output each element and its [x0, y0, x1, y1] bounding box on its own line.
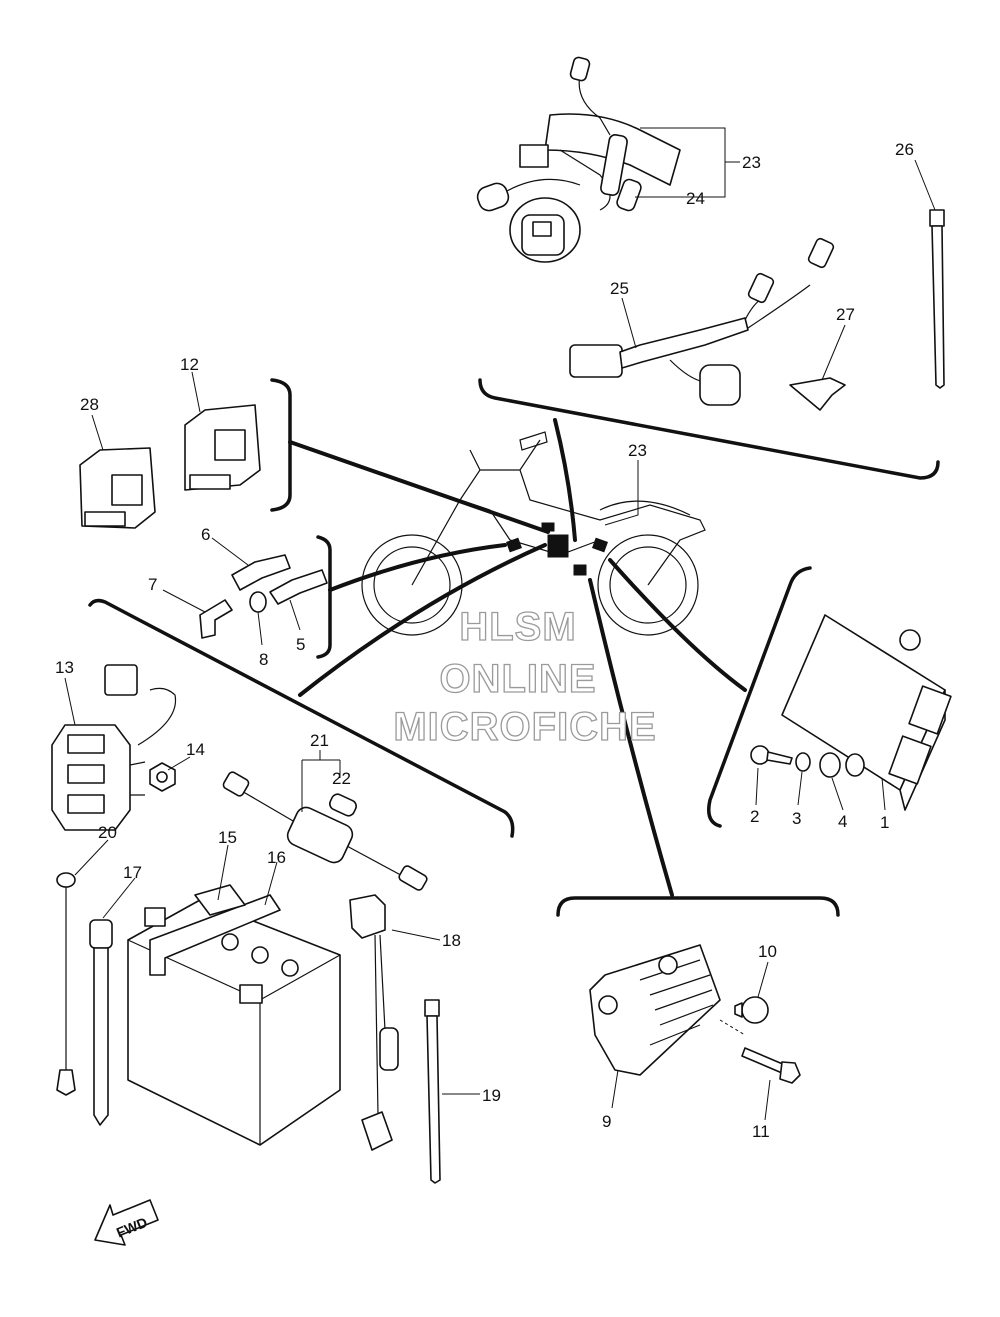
callout-2: 2: [750, 807, 759, 826]
part-starter-relay: [51, 664, 177, 831]
part-switch-6: [231, 554, 291, 591]
leader-27: [821, 324, 846, 381]
leader-13: [64, 677, 76, 726]
leader-23-24: [635, 127, 740, 198]
part-cable-tie-19: [424, 999, 441, 1184]
leader-26: [914, 159, 936, 211]
callout-21: 21: [310, 731, 329, 750]
callout-16: 16: [267, 848, 286, 867]
group-leader-lines: [288, 418, 747, 897]
callout-19: 19: [482, 1086, 501, 1105]
part-rectifier-regulator: [589, 944, 721, 1076]
leaders-5-8: [162, 537, 301, 646]
part-cdi-unit: [781, 614, 952, 811]
callout-6: 6: [201, 525, 210, 544]
part-bolt-10: [734, 996, 769, 1024]
leaders-9-11: [611, 961, 771, 1121]
callout-24: 24: [686, 189, 705, 208]
leaders-1-4: [755, 767, 886, 811]
callout-labels: 1 2 3 4 5 6 7 8 9 10 11 12 13 14 15 16 1…: [55, 140, 914, 1141]
part-grommet-4: [819, 752, 865, 778]
part-wire-harness: [476, 56, 681, 263]
callout-15: 15: [218, 828, 237, 847]
leader-12: [191, 371, 201, 413]
callout-13: 13: [55, 658, 74, 677]
leaders-21-22: [301, 750, 341, 812]
callout-28: 28: [80, 395, 99, 414]
callout-12: 12: [180, 355, 199, 374]
part-nut: [149, 762, 176, 792]
watermark: HLSM ONLINE MICROFICHE: [393, 604, 657, 749]
part-washer-8: [249, 591, 267, 613]
callout-27: 27: [836, 305, 855, 324]
callout-4: 4: [838, 812, 847, 831]
callout-17: 17: [123, 863, 142, 882]
part-cable-tie-26: [929, 209, 945, 389]
part-washer-3: [795, 752, 811, 772]
part-fuse-holder: [222, 771, 428, 891]
callout-26: 26: [895, 140, 914, 159]
callout-8: 8: [259, 650, 268, 669]
leader-28: [91, 414, 104, 451]
part-relay-28: [79, 447, 156, 529]
part-breather-hose: [89, 919, 113, 1126]
part-screw-2: [750, 745, 793, 765]
part-switch-5: [269, 569, 328, 605]
part-fuse: [329, 793, 357, 817]
callout-11: 11: [752, 1122, 770, 1141]
watermark-line-1: HLSM: [459, 605, 576, 649]
part-lead-18: [349, 894, 399, 1151]
bike-locator-marks: [506, 522, 608, 576]
callout-23-center: 23: [628, 441, 647, 460]
callout-20: 20: [98, 823, 117, 842]
group-brackets: [88, 378, 940, 917]
part-stay-7: [199, 599, 233, 639]
callout-5: 5: [296, 635, 305, 654]
leader-18: [391, 929, 441, 941]
watermark-line-3: MICROFICHE: [393, 705, 656, 749]
watermark-line-2: ONLINE: [439, 657, 596, 701]
callout-25: 25: [610, 279, 629, 298]
part-relay-12: [184, 404, 261, 491]
leader-23-center: [604, 460, 639, 526]
callout-23-top: 23: [742, 153, 761, 172]
leader-20: [74, 839, 109, 876]
part-battery-lead-20: [56, 872, 76, 1096]
callout-7: 7: [148, 575, 157, 594]
leaders-15-16: [217, 844, 278, 906]
part-clamp: [789, 377, 846, 411]
part-sub-lead: [569, 237, 835, 406]
callout-1: 1: [880, 813, 889, 832]
callout-14: 14: [186, 740, 205, 759]
part-bolt-11: [741, 1047, 801, 1084]
fwd-arrow-icon: FWD: [94, 1199, 159, 1246]
leader-14: [167, 756, 191, 771]
part-battery: [127, 899, 341, 1146]
callout-22: 22: [332, 769, 351, 788]
callout-3: 3: [792, 809, 801, 828]
callout-18: 18: [442, 931, 461, 950]
callout-10: 10: [758, 942, 777, 961]
part-battery-band: [149, 884, 281, 976]
leader-17: [102, 877, 136, 919]
leader-25: [621, 297, 637, 349]
callout-9: 9: [602, 1112, 611, 1131]
